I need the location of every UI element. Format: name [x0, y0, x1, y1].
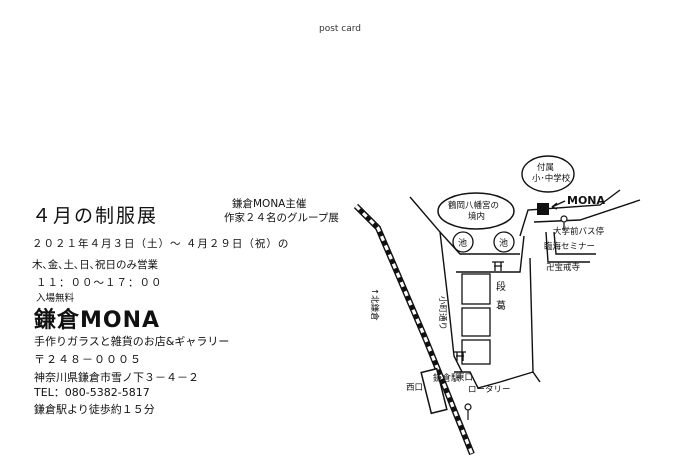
road-outlines	[409, 189, 641, 389]
ponds: 池 池	[452, 231, 515, 253]
temple-label: 卍宝戒寺	[546, 262, 581, 273]
event-title: ４月の制服展	[32, 205, 159, 227]
west-exit-label: 西口	[406, 383, 423, 393]
organizer-line-1: 鎌倉MONA主催	[232, 198, 307, 210]
shop-telephone: TEL：080-5382-5817	[34, 386, 150, 399]
railway-line	[353, 203, 475, 456]
school-area: 付属 小･中学校	[521, 155, 575, 193]
open-days: 木､金､土､日､祝日のみ営業	[32, 259, 158, 271]
dankazura-label-1: 段	[496, 280, 506, 293]
bus-stop-label: 大学前バス停	[553, 226, 605, 237]
opening-hours: １１：００～１７：００	[36, 277, 163, 289]
shrine-label: 鶴岡八幡宮の	[448, 200, 499, 211]
postal-code: 〒２４８－０００５	[34, 353, 142, 366]
shop-address: 神奈川県鎌倉市雪ノ下３－４－２	[34, 371, 199, 384]
shop-description: 手作りガラスと雑貨のお店&ギャラリー	[34, 335, 230, 348]
access-directions: 鎌倉駅より徒歩約１５分	[34, 403, 155, 416]
east-exit-label: 東口	[456, 372, 473, 383]
shrine-label-2: 境内	[468, 211, 485, 222]
station-building: 鎌倉駅	[420, 367, 460, 415]
torii-icons	[454, 261, 504, 361]
shrine-grounds: 鶴岡八幡宮の 境内	[437, 192, 515, 230]
pond-left-label: 池	[458, 237, 467, 249]
dankazura-label-2: 葛	[496, 299, 506, 312]
school-label: 付属	[537, 162, 554, 173]
bus-stop-icon	[560, 215, 568, 231]
shop-name: 鎌倉MONA	[34, 308, 161, 333]
admission-note: 入場無料	[36, 293, 75, 304]
postcard-label: post card	[318, 24, 362, 34]
organizer-line-2: 作家２４名のグループ展	[224, 212, 339, 224]
kitakamakura-label: ↑北鎌倉	[369, 288, 380, 321]
seminar-label: 臨海セミナー	[544, 241, 595, 252]
event-dates: ２０２１年４月３日（土）～ ４月２９日（祝）の	[32, 238, 290, 250]
mona-label: MONA	[567, 194, 606, 207]
rotary-label: ロータリー	[468, 385, 511, 395]
pond-right-label: 池	[499, 237, 508, 249]
dankazura-path	[461, 273, 491, 365]
station-name: 鎌倉駅	[433, 372, 460, 384]
station-bus-stop-icon	[464, 403, 472, 420]
organizer-block: 鎌倉MONA主催 作家２４名のグループ展	[224, 197, 339, 225]
mona-marker: MONA	[537, 194, 606, 215]
komachi-label: 小町通り	[437, 296, 448, 330]
school-label-2: 小･中学校	[532, 173, 571, 184]
